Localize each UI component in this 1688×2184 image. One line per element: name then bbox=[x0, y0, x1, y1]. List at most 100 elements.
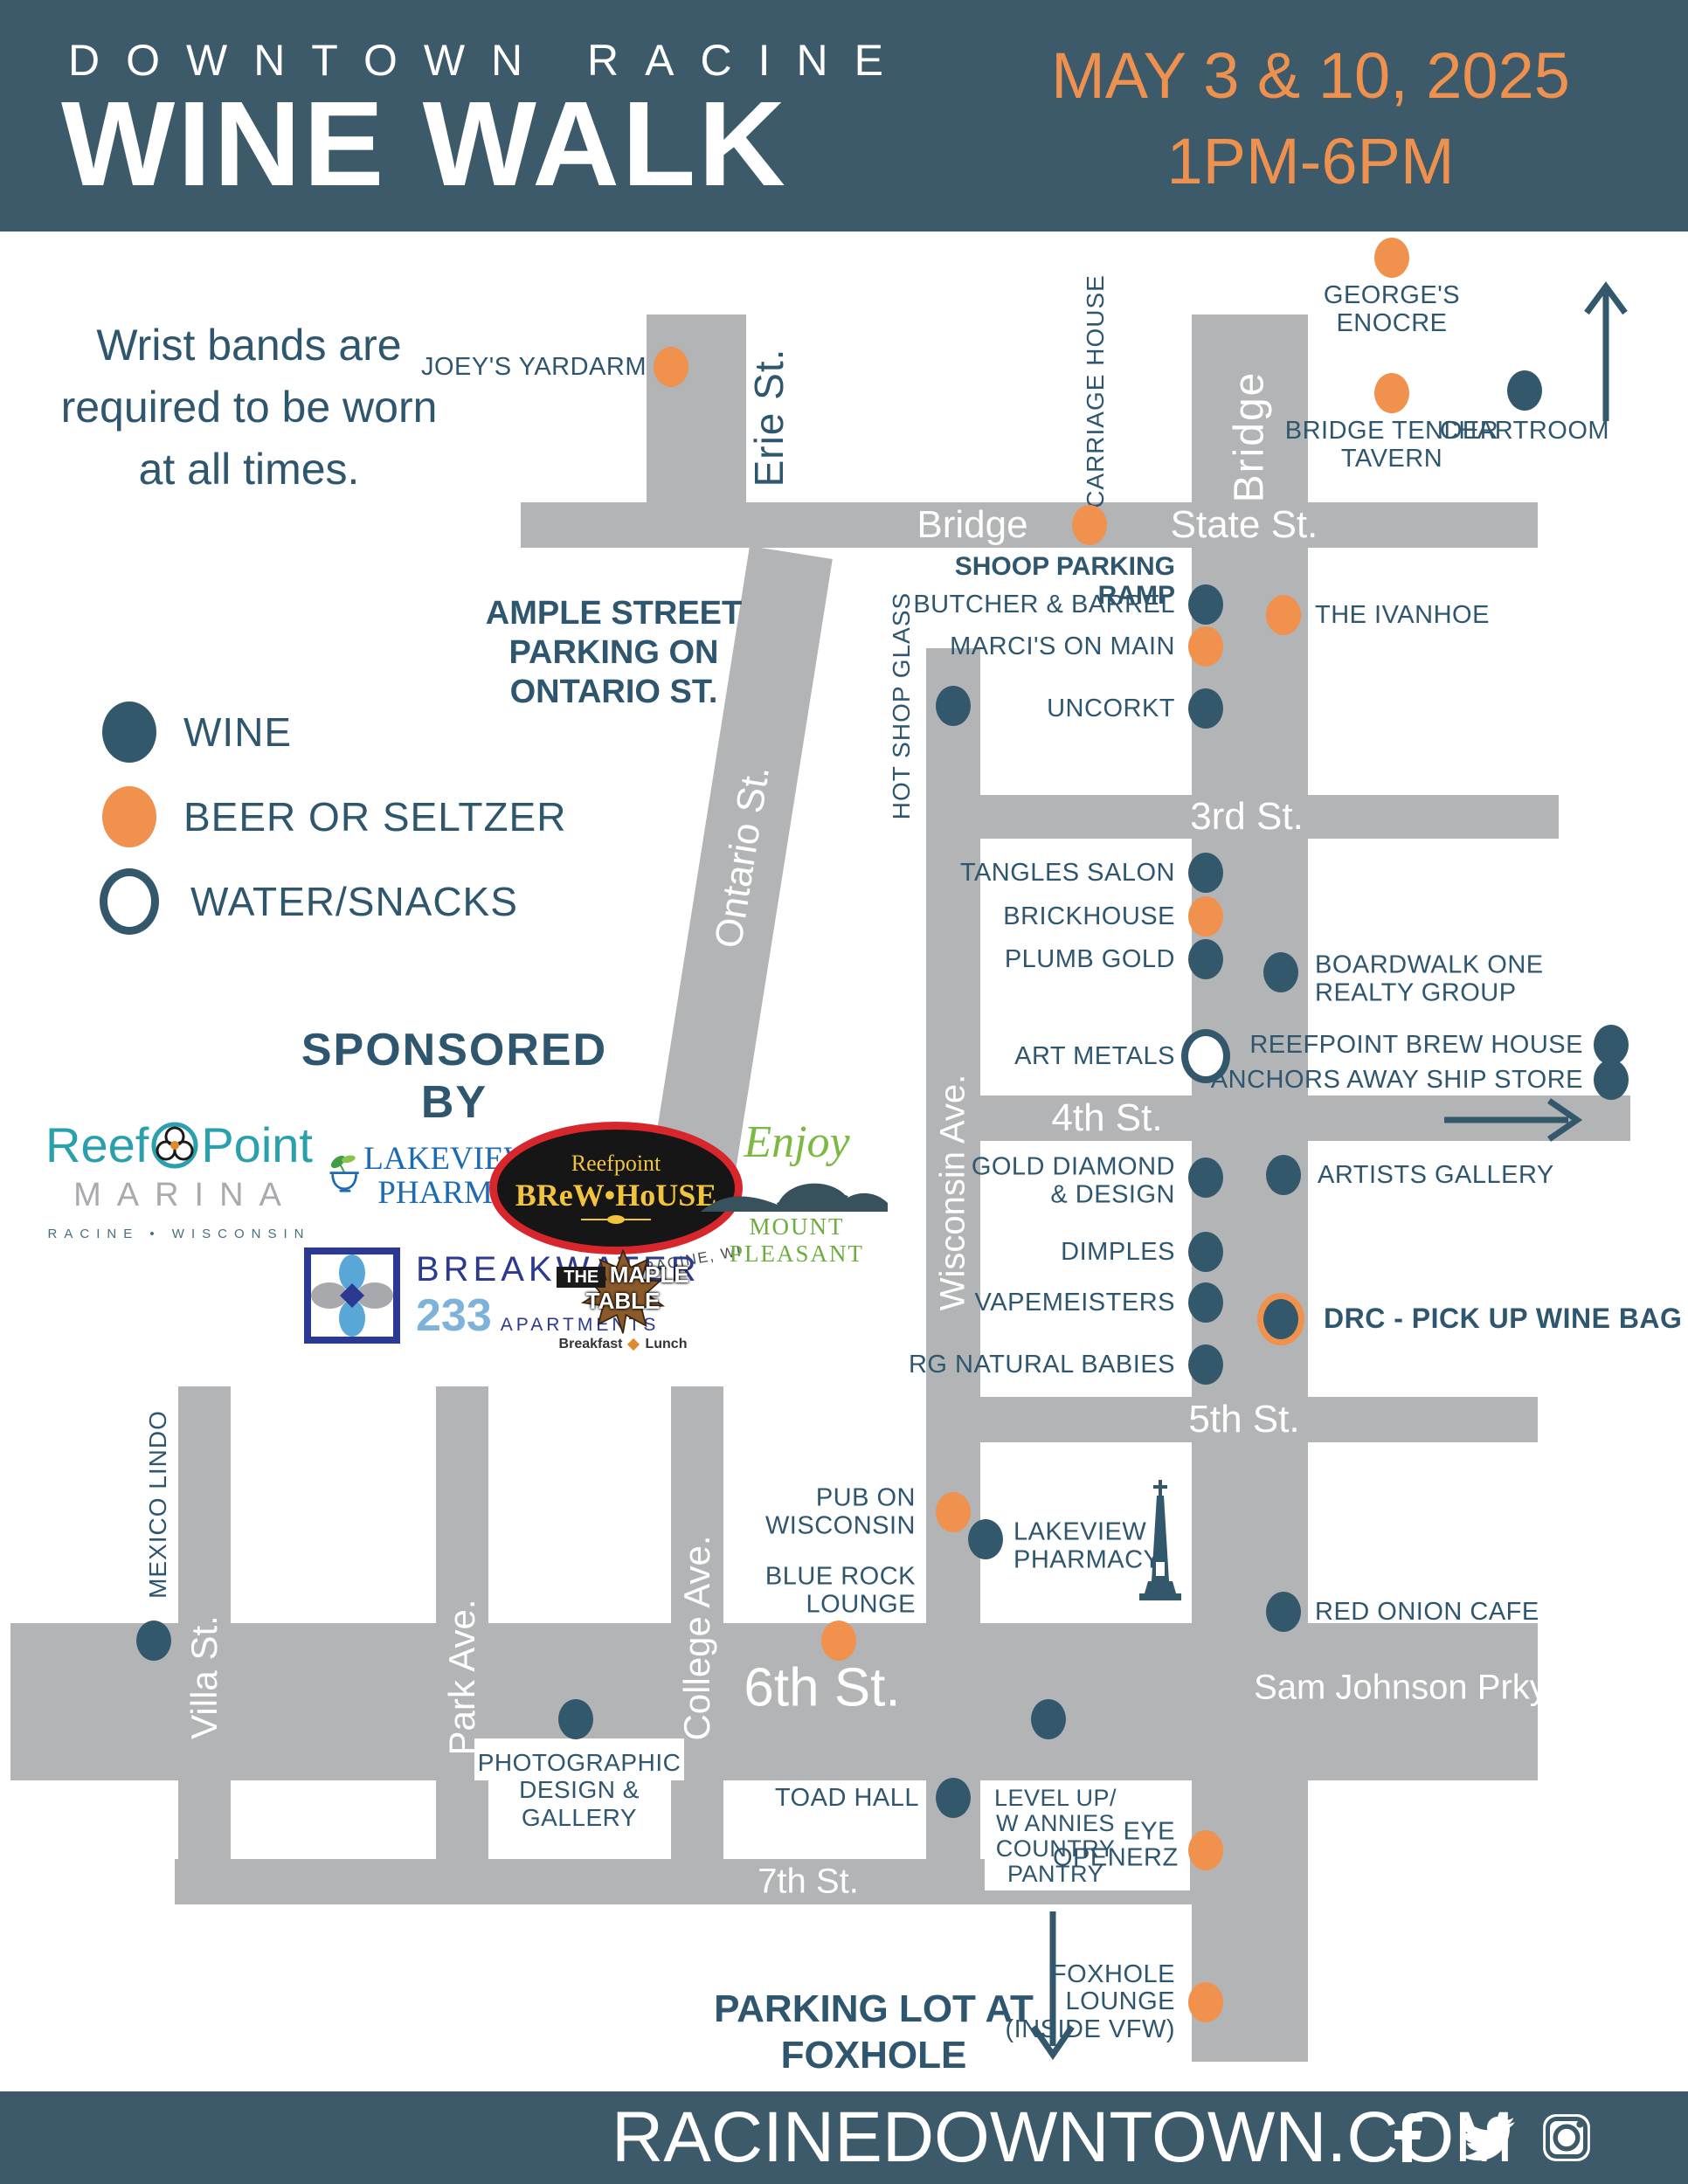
stop-dot-lakeview-pharmacy bbox=[968, 1519, 1003, 1559]
street-bridge-state bbox=[521, 502, 1538, 548]
street-label-sam-johnson: Sam Johnson Prky. bbox=[1254, 1668, 1554, 1707]
brew-house-name-line2: BReW•HoUSE bbox=[515, 1178, 717, 1213]
stop-label-chartroom: CHARTROOM bbox=[1439, 417, 1610, 445]
mount-pleasant-script: Enjoy bbox=[744, 1117, 850, 1167]
street-label-college: College Ave. bbox=[676, 1535, 717, 1741]
stop-label-reefpoint-brew-house: REEFPOINT BREW HOUSE bbox=[1249, 1030, 1583, 1059]
event-time-line: 1PM-6PM bbox=[1166, 124, 1455, 197]
stop-label-the-ivanhoe: THE IVANHOE bbox=[1315, 600, 1490, 629]
reefpoint-marina-name-part1: Reef bbox=[45, 1117, 149, 1172]
sponsor-reefpoint-marina: Reef Point MARINA RACINE • WISCONSIN bbox=[31, 1116, 328, 1241]
street-label-4th: 4th St. bbox=[1051, 1096, 1163, 1139]
lakeview-pharmacy-mortar-leaf-icon bbox=[329, 1155, 359, 1192]
maple-table-breakfast: Breakfast bbox=[558, 1337, 623, 1351]
reefpoint-marina-location: RACINE • WISCONSIN bbox=[47, 1227, 311, 1241]
foxhole-parking-note: PARKING LOT AT FOXHOLE bbox=[714, 1987, 1034, 2077]
stop-label-plumb-gold: PLUMB GOLD bbox=[1004, 944, 1175, 973]
street-label-bridge-vertical: Bridge bbox=[1226, 370, 1273, 503]
facebook-icon bbox=[1394, 2113, 1422, 2162]
stop-dot-red-onion-cafe bbox=[1266, 1592, 1301, 1632]
sponsor-breakwater-233: BREAKWATER 233 APARTMENTS bbox=[304, 1248, 701, 1344]
stop-dot-level-up bbox=[1031, 1699, 1066, 1739]
stop-dot-artists-gallery bbox=[1266, 1155, 1301, 1195]
stop-label-drc-wine-bag: DRC - PICK UP WINE BAG bbox=[1324, 1303, 1683, 1335]
stop-label-joeys-yardarm: JOEY'S YARDARM bbox=[420, 352, 647, 381]
stop-label-hot-shop-glass: HOT SHOP GLASS bbox=[888, 591, 915, 820]
stop-label-photographic-design: PHOTOGRAPHIC DESIGN & GALLERY bbox=[477, 1749, 681, 1831]
event-date-line: MAY 3 & 10, 2025 bbox=[1051, 39, 1570, 112]
stop-dot-mexico-lindo bbox=[136, 1621, 171, 1661]
legend-wine-label: WINE bbox=[183, 709, 293, 755]
stop-label-georges-enocre: GEORGE'S ENOCRE bbox=[1323, 281, 1461, 338]
maple-table-separator-icon bbox=[627, 1337, 640, 1351]
street-label-3rd: 3rd St. bbox=[1190, 795, 1304, 838]
header: DOWNTOWN RACINE WINE WALK MAY 3 & 10, 20… bbox=[0, 0, 1688, 232]
street-label-erie: Erie St. bbox=[746, 348, 792, 487]
legend-beer-label: BEER OR SELTZER bbox=[183, 794, 567, 840]
stop-dot-drc-wine-bag bbox=[1257, 1293, 1304, 1345]
stop-dot-rg-natural-babies bbox=[1188, 1344, 1223, 1385]
stop-dot-eye-openerz bbox=[1188, 1830, 1223, 1870]
stop-label-art-metals: ART METALS bbox=[1014, 1041, 1175, 1070]
twitter-icon bbox=[1461, 2116, 1515, 2161]
maple-table-the: THE bbox=[557, 1267, 606, 1288]
brew-house-name-line1: Reefpoint bbox=[571, 1151, 661, 1176]
instagram-icon bbox=[1543, 2114, 1590, 2161]
street-label-villa: Villa St. bbox=[183, 1615, 225, 1739]
map-block-notch bbox=[474, 1738, 684, 1780]
stop-label-marcis-on-main: MARCI'S ON MAIN bbox=[950, 632, 1175, 660]
maple-table-maple: MAPLE bbox=[609, 1261, 689, 1288]
stop-label-foxhole-lounge: FOXHOLE LOUNGE (INSIDE VFW) bbox=[1005, 1960, 1175, 2043]
stop-dot-uncorkt bbox=[1188, 688, 1223, 729]
map-block-notch bbox=[985, 1859, 1190, 1890]
stop-label-brickhouse: BRICKHOUSE bbox=[1003, 902, 1175, 930]
event-dates: MAY 3 & 10, 2025 1PM-6PM bbox=[1022, 33, 1599, 204]
north-up-arrow-icon bbox=[1584, 281, 1628, 421]
stop-dot-dimples bbox=[1188, 1232, 1223, 1272]
legend-beer-dot-icon bbox=[102, 786, 156, 847]
street-label-7th: 7th St. bbox=[758, 1862, 859, 1901]
stop-dot-marcis-on-main bbox=[1188, 626, 1223, 667]
stop-label-uncorkt: UNCORKT bbox=[1047, 694, 1175, 722]
stop-dot-pub-on-wisconsin bbox=[936, 1492, 971, 1532]
stop-dot-carriage-house bbox=[1072, 505, 1107, 545]
stop-dot-vapemeisters bbox=[1188, 1282, 1223, 1323]
street-3rd bbox=[926, 795, 1559, 839]
stop-dot-bridge-tender-tavern bbox=[1374, 373, 1409, 413]
breakwater-number: 233 bbox=[416, 1289, 492, 1341]
sponsored-by-heading: SPONSORED BY bbox=[301, 1025, 608, 1128]
footer: RACINEDOWNTOWN.COM bbox=[0, 2091, 1688, 2184]
stop-dot-art-metals bbox=[1181, 1029, 1230, 1083]
stop-dot-plumb-gold bbox=[1188, 939, 1223, 979]
street-erie bbox=[647, 314, 746, 504]
brew-house-wheat-icon bbox=[581, 1215, 651, 1224]
stop-label-butcher-and-barrel: BUTCHER & BARREL bbox=[913, 590, 1175, 619]
maple-table-table: TABLE bbox=[585, 1288, 661, 1314]
stop-dot-anchors-away bbox=[1594, 1060, 1629, 1100]
street-6th-band bbox=[10, 1623, 1538, 1780]
lighthouse-monument-icon bbox=[1139, 1480, 1181, 1600]
stop-label-vapemeisters: VAPEMEISTERS bbox=[974, 1288, 1175, 1317]
stop-dot-the-ivanhoe bbox=[1266, 595, 1301, 635]
breakwater-quatrefoil-icon bbox=[304, 1248, 400, 1344]
shoop-parking-note: SHOOP PARKING RAMP bbox=[954, 552, 1175, 610]
stop-dot-photographic-design bbox=[558, 1699, 593, 1739]
street-label-state: State St. bbox=[1170, 503, 1318, 546]
wristband-notice: Wrist bands are required to be worn at a… bbox=[60, 321, 438, 494]
stop-label-carriage-house: CARRIAGE HOUSE bbox=[1082, 274, 1109, 508]
stop-label-level-up: LEVEL UP/ W ANNIES COUNTRY PANTRY bbox=[993, 1785, 1117, 1888]
stop-label-toad-hall: TOAD HALL bbox=[774, 1783, 919, 1812]
legend-water-dot-icon bbox=[100, 868, 159, 935]
stop-dot-gold-diamond-design bbox=[1188, 1158, 1223, 1198]
stop-label-dimples: DIMPLES bbox=[1061, 1237, 1175, 1266]
stop-dot-hot-shop-glass bbox=[936, 686, 971, 726]
legend-water-label: WATER/SNACKS bbox=[190, 879, 518, 924]
stop-dot-reefpoint-brew-house bbox=[1594, 1025, 1629, 1065]
stop-label-bridge-tender-tavern: BRIDGE TENDER TAVERN bbox=[1284, 417, 1499, 473]
reefpoint-marina-rings-icon bbox=[151, 1122, 198, 1168]
stop-dot-brickhouse bbox=[1188, 896, 1223, 936]
stop-label-red-onion-cafe: RED ONION CAFE bbox=[1315, 1597, 1539, 1626]
stop-label-lakeview-pharmacy: LAKEVIEW PHARMACY bbox=[1013, 1517, 1161, 1574]
sponsor-maple-table: THE MAPLE TABLE Breakfast Lunch bbox=[531, 1248, 715, 1352]
